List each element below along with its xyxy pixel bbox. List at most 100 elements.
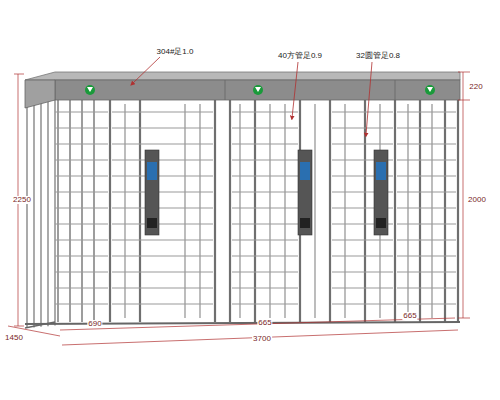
frame-bar: [397, 143, 456, 144]
frame-bar: [184, 104, 185, 318]
frame-bar: [112, 303, 213, 304]
frame-bar: [55, 223, 108, 224]
frame-bar: [112, 159, 213, 160]
callout-label: 304#足1.0: [156, 48, 195, 56]
frame-bar: [112, 287, 213, 288]
frame-bar: [407, 104, 408, 318]
dimension-lines: [8, 72, 470, 345]
frame-bar: [57, 100, 59, 322]
frame-bar: [232, 127, 298, 128]
dimension-label: 1450: [4, 334, 24, 342]
frame-bar: [332, 255, 393, 256]
frame-bar: [112, 223, 213, 224]
canopy-front: [55, 80, 460, 100]
frame-bar: [112, 127, 213, 128]
frame-bar: [397, 191, 456, 192]
frame-bar: [112, 207, 213, 208]
frame-bar: [314, 104, 315, 318]
frame-bar: [397, 287, 456, 288]
frame-bar: [332, 143, 393, 144]
frame-bar: [124, 104, 125, 318]
frame-bar: [232, 303, 298, 304]
frame-bar: [332, 239, 393, 240]
frame-bar: [344, 104, 345, 318]
frame-bar: [332, 287, 393, 288]
direction-arrows: [85, 85, 435, 95]
frame-bar: [93, 100, 95, 322]
frame-bar: [397, 175, 456, 176]
frame-bar: [40, 101, 41, 327]
frame-bar: [397, 111, 456, 112]
dimension-label: 220: [468, 83, 483, 91]
frame-bar: [397, 255, 456, 256]
frame-bar: [55, 207, 108, 208]
frame-bar: [47, 99, 48, 326]
frame-bar: [232, 239, 298, 240]
frame-bar: [332, 127, 393, 128]
frame-bar: [397, 239, 456, 240]
frame-bar: [55, 175, 108, 176]
frame-bar: [109, 100, 111, 322]
frame-bar: [55, 271, 108, 272]
frame-bar: [329, 100, 331, 322]
frame-bar: [332, 111, 393, 112]
frame-bar: [112, 143, 213, 144]
frame-bar: [394, 100, 396, 322]
turnstile-frame: [25, 98, 460, 328]
frame-bar: [232, 207, 298, 208]
callout-label: 32圆管足0.8: [355, 52, 401, 60]
canopy-side: [25, 80, 55, 108]
frame-bar: [444, 100, 446, 322]
frame-bar: [55, 239, 108, 240]
dimension-label: 3700: [252, 335, 272, 343]
frame-bar: [26, 104, 27, 328]
frame-bar: [397, 223, 456, 224]
frame-bar: [55, 159, 108, 160]
frame-bar: [284, 104, 285, 318]
frame-bar: [232, 271, 298, 272]
frame-bar: [33, 102, 34, 327]
leader-lines: [132, 57, 372, 135]
frame-bar: [232, 191, 298, 192]
frame-bar: [139, 100, 141, 322]
frame-bar: [25, 322, 55, 328]
frame-bar: [254, 100, 256, 322]
frame-bar: [54, 98, 55, 326]
dimension-label: 665: [402, 312, 417, 320]
frame-bar: [232, 159, 298, 160]
frame-bar: [332, 271, 393, 272]
frame-bar: [112, 191, 213, 192]
card-readers: [145, 150, 388, 235]
frame-bar: [431, 104, 432, 318]
callout-label: 40方管足0.9: [277, 52, 323, 60]
frame-bar: [457, 100, 459, 322]
frame-bar: [214, 100, 216, 322]
frame-bar: [232, 287, 298, 288]
frame-bar: [397, 159, 456, 160]
frame-bar: [55, 143, 108, 144]
frame-bar: [419, 100, 421, 322]
frame-bar: [55, 303, 108, 304]
frame-bar: [239, 104, 240, 318]
frame-bar: [55, 111, 108, 112]
frame-bar: [112, 111, 213, 112]
dimension-label: 2000: [467, 196, 487, 204]
frame-bar: [55, 127, 108, 128]
frame-bar: [112, 255, 213, 256]
frame-bar: [81, 100, 83, 322]
dimension-label: 665: [257, 319, 272, 327]
frame-bar: [229, 100, 231, 322]
frame-bar: [199, 104, 200, 318]
frame-bar: [112, 175, 213, 176]
frame-bar: [55, 287, 108, 288]
frame-bar: [397, 127, 456, 128]
frame-bar: [69, 100, 71, 322]
frame-bar: [232, 175, 298, 176]
frame-bar: [397, 207, 456, 208]
frame-bar: [232, 223, 298, 224]
dimension-label: 2250: [12, 196, 32, 204]
frame-bar: [55, 191, 108, 192]
canopy-top: [25, 72, 460, 80]
frame-bar: [112, 239, 213, 240]
